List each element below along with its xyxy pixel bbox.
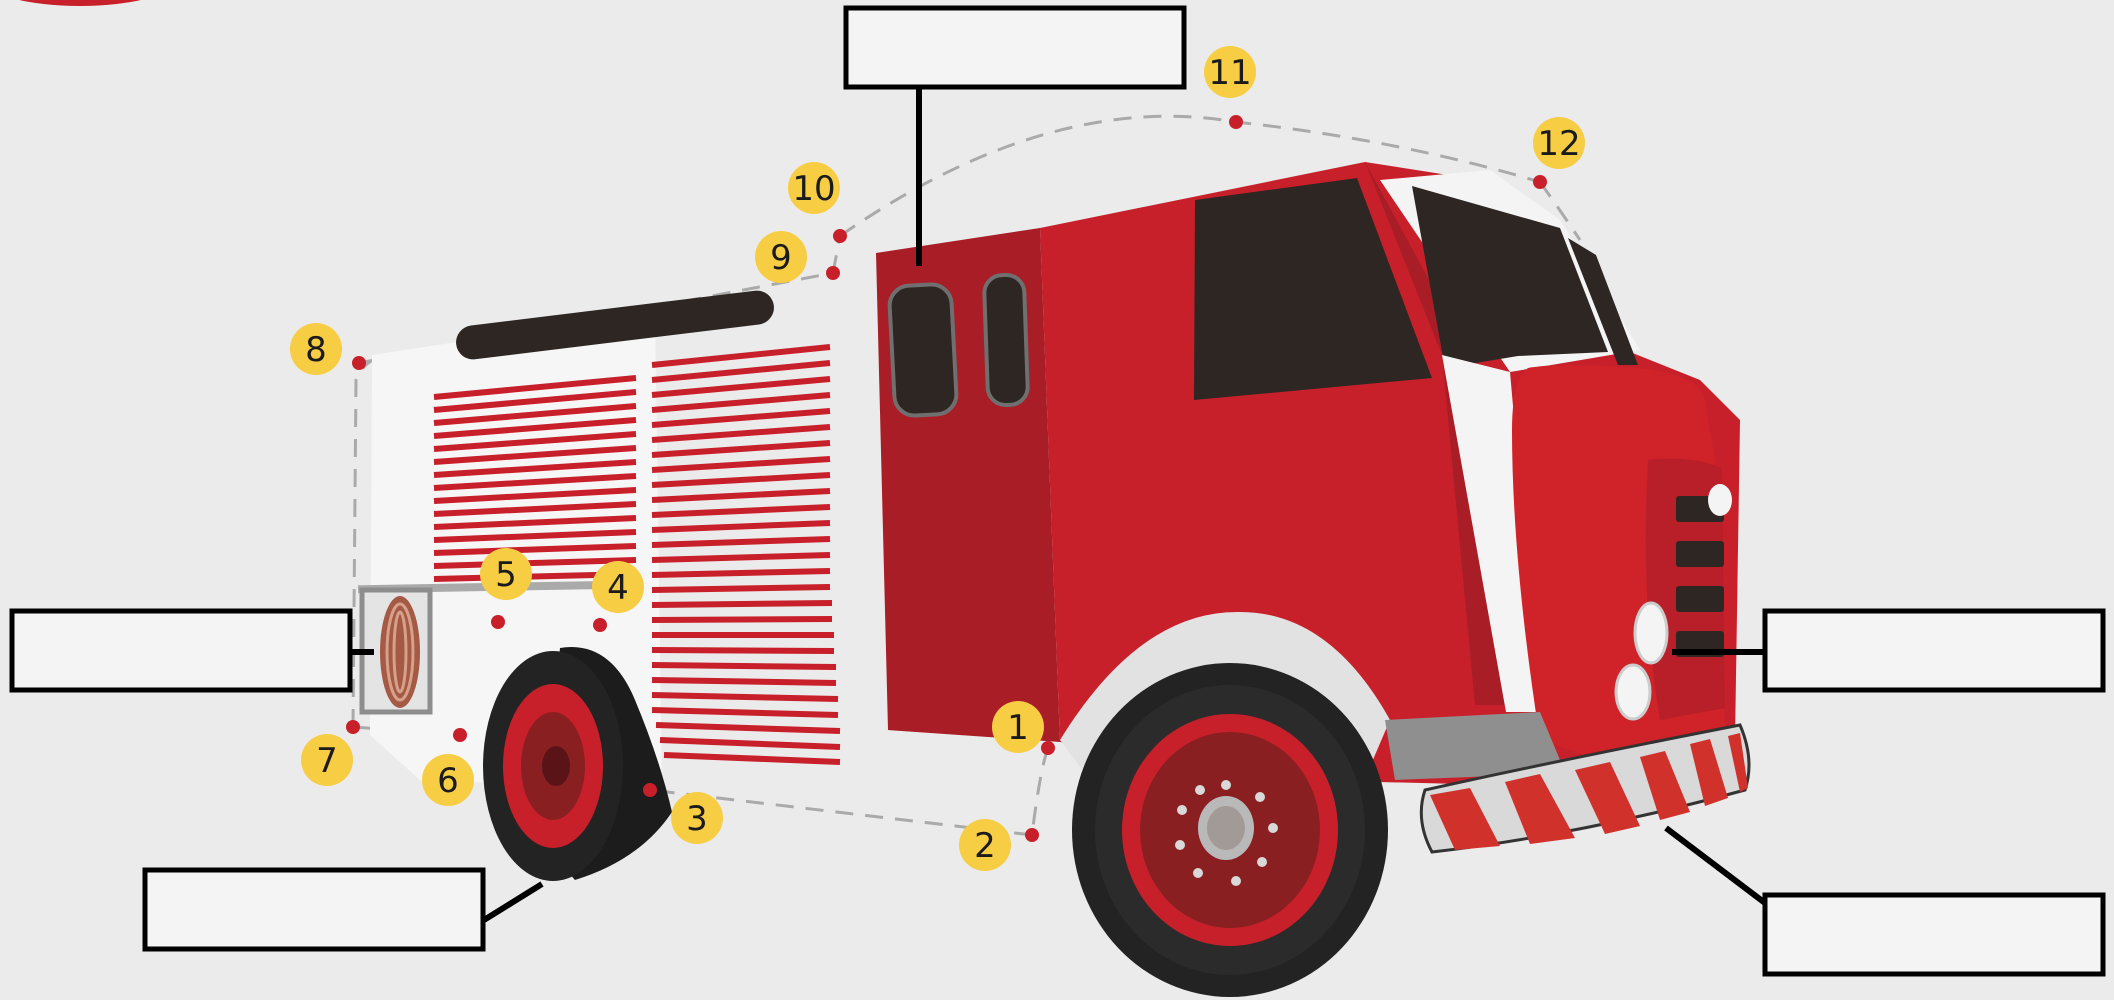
svg-text:12: 12 xyxy=(1537,124,1580,164)
connector-bottom-left xyxy=(484,884,542,920)
svg-text:3: 3 xyxy=(686,799,708,839)
label-box-left[interactable] xyxy=(12,611,350,690)
svg-text:9: 9 xyxy=(770,238,792,278)
dot-marker-10: 10 xyxy=(788,162,847,243)
svg-text:5: 5 xyxy=(495,555,517,595)
label-box-right[interactable] xyxy=(1765,611,2103,690)
connector-bottom-right xyxy=(1666,828,1765,903)
dot-marker-12: 12 xyxy=(1533,117,1585,189)
svg-text:1: 1 xyxy=(1007,708,1029,748)
svg-text:11: 11 xyxy=(1208,53,1251,93)
right-roller-shutter xyxy=(652,347,840,762)
svg-text:7: 7 xyxy=(316,741,338,781)
svg-text:6: 6 xyxy=(437,761,459,801)
label-box-bottom-right[interactable] xyxy=(1765,895,2103,974)
headlight-upper xyxy=(1635,603,1667,663)
corner-decoration xyxy=(0,0,175,6)
cabin-window-2 xyxy=(984,274,1029,405)
svg-text:10: 10 xyxy=(792,169,835,209)
side-light xyxy=(1708,484,1732,516)
dot-marker-7: 7 xyxy=(301,720,360,786)
svg-text:4: 4 xyxy=(607,568,629,608)
dot-marker-8: 8 xyxy=(290,323,366,375)
headlight-lower xyxy=(1616,665,1650,719)
front-wheel xyxy=(1072,663,1388,997)
cabin-window-1 xyxy=(889,283,958,416)
label-box-top[interactable] xyxy=(846,8,1184,87)
dot-marker-11: 11 xyxy=(1204,46,1256,129)
label-box-bottom-left[interactable] xyxy=(145,870,483,949)
dot-marker-9: 9 xyxy=(755,231,840,283)
dot-marker-2: 2 xyxy=(959,819,1039,871)
svg-text:2: 2 xyxy=(974,826,996,866)
fire-truck xyxy=(358,162,1749,997)
svg-text:8: 8 xyxy=(305,330,327,370)
